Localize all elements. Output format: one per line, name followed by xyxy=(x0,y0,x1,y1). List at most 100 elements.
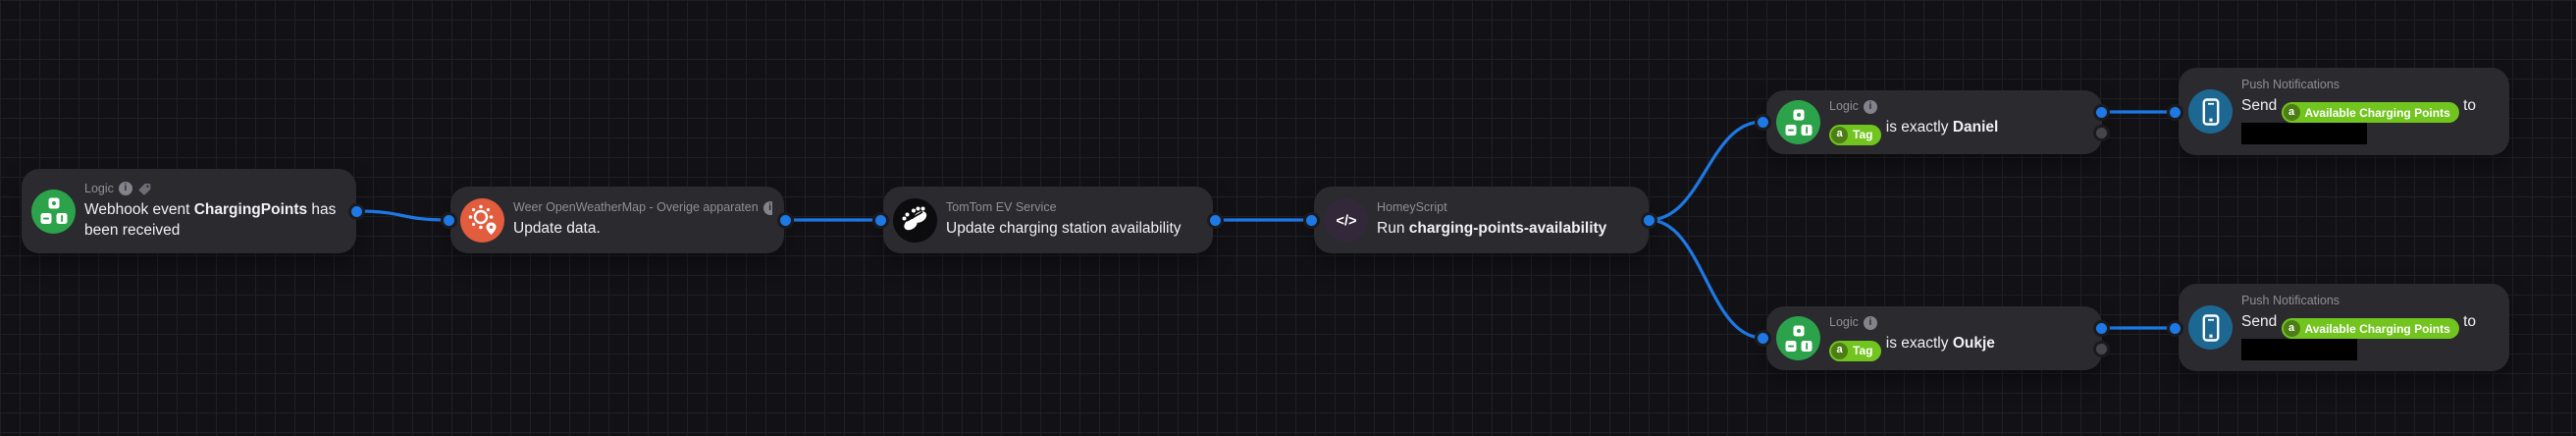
card-sentence: Send a Available Charging Points to xyxy=(2241,95,2497,145)
tag-icon[interactable] xyxy=(137,182,152,196)
wire-0 xyxy=(354,209,450,222)
card-app-title: TomTom EV Service xyxy=(946,200,1182,215)
token-label: Tag xyxy=(1853,344,1873,358)
weather-icon xyxy=(460,197,504,243)
info-icon[interactable]: i xyxy=(762,200,772,215)
wire-3 xyxy=(1647,120,1764,222)
sentence-text: Update charging station availability xyxy=(946,220,1182,238)
port-push-notification-daniel-in[interactable] xyxy=(2166,103,2183,121)
token-pill: a Tag xyxy=(1829,340,1882,361)
app-name-label: Push Notifications xyxy=(2241,78,2340,92)
card-sentence: Run charging-points-availability xyxy=(1377,218,1606,239)
card-app-title: Push Notifications xyxy=(2241,78,2497,92)
token-type-icon: a xyxy=(2283,104,2300,122)
token-label: Tag xyxy=(1853,128,1873,142)
token-type-icon: a xyxy=(1831,342,1848,359)
script-icon: </> xyxy=(1324,197,1368,243)
redacted-recipient xyxy=(2241,339,2357,361)
sentence-value: ChargingPoints xyxy=(193,200,308,218)
token-type-icon: a xyxy=(1831,126,1848,143)
app-name-label: TomTom EV Service xyxy=(946,200,1057,215)
token-type-icon: a xyxy=(2283,320,2300,338)
sentence-value: charging-points-availability xyxy=(1408,220,1607,238)
port-logic-is-exactly-daniel-in[interactable] xyxy=(1754,113,1771,131)
card-sentence: a Tag is exactly Oukje xyxy=(1829,333,1995,361)
wire-4 xyxy=(1647,218,1764,340)
port-openweathermap-update-data-in[interactable] xyxy=(440,211,457,229)
tomtom-icon xyxy=(893,197,937,243)
card-app-title: HomeyScript xyxy=(1377,200,1606,215)
port-openweathermap-update-data-out[interactable] xyxy=(776,211,794,229)
port-logic-is-exactly-oukje-in[interactable] xyxy=(1754,329,1771,347)
sentence-text: to xyxy=(2458,97,2476,115)
sentence-text: Webhook event xyxy=(84,200,194,218)
sentence-text: Send xyxy=(2241,97,2282,115)
port-tomtom-update-availability-out[interactable] xyxy=(1206,211,1224,229)
logic-icon xyxy=(1776,100,1820,144)
redacted-recipient xyxy=(2241,123,2367,145)
card-sentence: Update charging station availability xyxy=(946,218,1182,239)
port-push-notification-oukje-in[interactable] xyxy=(2166,319,2183,337)
app-name-label: Logic xyxy=(1829,315,1859,330)
token-pill: a Tag xyxy=(1829,124,1882,145)
sentence-text: Run xyxy=(1377,220,1409,238)
info-icon[interactable]: i xyxy=(1863,99,1877,114)
port-homeyscript-run-out[interactable] xyxy=(1640,211,1657,229)
info-icon[interactable]: i xyxy=(1863,315,1877,330)
phone-icon xyxy=(2188,305,2233,350)
token-pill: a Available Charging Points xyxy=(2281,102,2459,124)
sentence-text: has been received xyxy=(84,200,337,239)
sentence-text: Update data. xyxy=(513,220,601,238)
sentence-text: to xyxy=(2458,313,2476,331)
sentence-value: Oukje xyxy=(1952,335,1995,353)
app-name-label: Push Notifications xyxy=(2241,294,2340,308)
token-label: Available Charging Points xyxy=(2304,321,2450,336)
info-icon[interactable]: i xyxy=(118,182,132,196)
port-logic-is-exactly-oukje-out-false[interactable] xyxy=(2092,340,2110,357)
port-webhook-trigger-out[interactable] xyxy=(347,202,365,220)
card-sentence: Webhook event ChargingPoints has been re… xyxy=(84,199,344,242)
port-homeyscript-run-in[interactable] xyxy=(1302,211,1320,229)
phone-icon xyxy=(2188,89,2233,134)
port-logic-is-exactly-daniel-out-true[interactable] xyxy=(2092,103,2110,121)
app-name-label: Logic xyxy=(84,181,114,195)
sentence-value: Daniel xyxy=(1952,119,1999,136)
port-tomtom-update-availability-in[interactable] xyxy=(871,211,889,229)
app-name-label: Weer OpenWeatherMap - Overige apparaten xyxy=(513,200,759,215)
card-sentence: Update data. xyxy=(513,218,772,239)
sentence-text: is exactly xyxy=(1881,335,1953,353)
sentence-text: is exactly xyxy=(1881,119,1953,136)
token-label: Available Charging Points xyxy=(2304,105,2450,120)
svg-text:</>: </> xyxy=(1336,214,1356,230)
card-app-title: Push Notifications xyxy=(2241,294,2497,308)
sentence-text: Send xyxy=(2241,313,2282,331)
token-pill: a Available Charging Points xyxy=(2281,318,2459,340)
port-logic-is-exactly-oukje-out-true[interactable] xyxy=(2092,319,2110,337)
card-sentence: a Tag is exactly Daniel xyxy=(1829,117,1999,145)
port-logic-is-exactly-daniel-out-false[interactable] xyxy=(2092,124,2110,141)
app-name-label: HomeyScript xyxy=(1377,200,1447,215)
logic-icon xyxy=(31,189,76,234)
app-name-label: Logic xyxy=(1829,99,1859,114)
